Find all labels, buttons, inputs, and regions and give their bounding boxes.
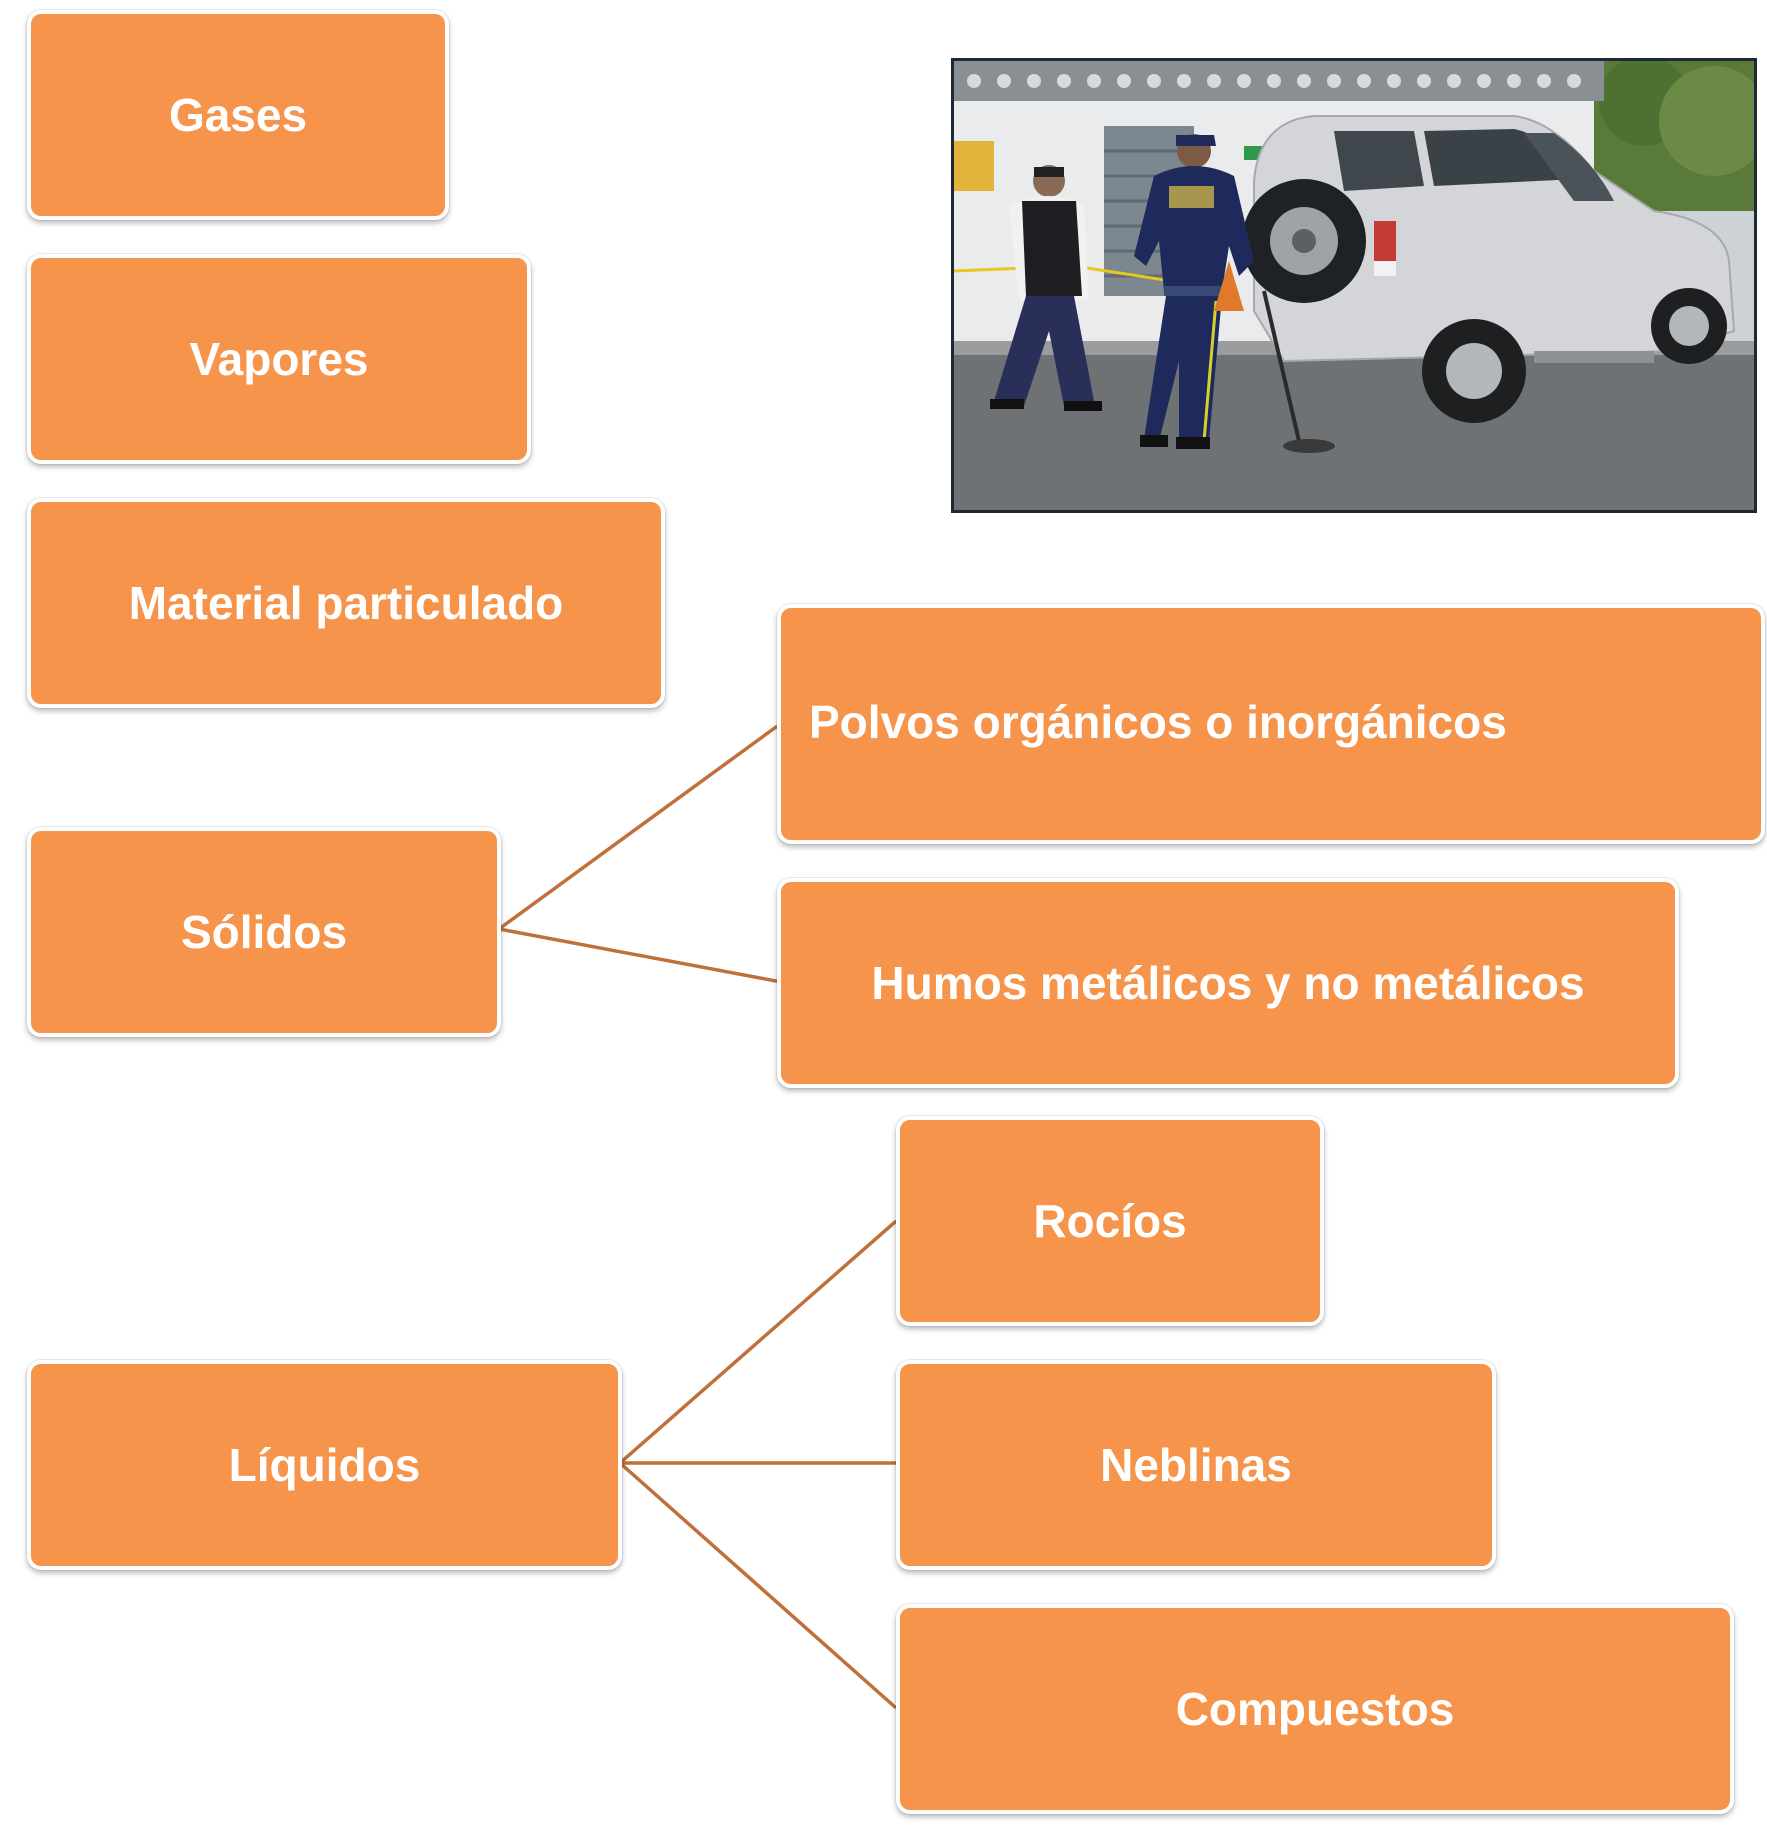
connector-liquidos-rocios — [618, 1220, 897, 1465]
node-solidos-label: Sólidos — [180, 905, 348, 958]
vehicle-inspection-photo — [951, 58, 1757, 513]
node-material-particulado: Material particulado — [27, 498, 665, 708]
node-polvos: Polvos orgánicos o inorgánicos — [777, 604, 1765, 844]
node-compuestos-label: Compuestos — [1175, 1682, 1455, 1735]
node-vapores: Vapores — [27, 254, 531, 464]
connector-liquidos-compuestos — [618, 1461, 897, 1709]
node-material-particulado-label: Material particulado — [128, 576, 564, 629]
node-neblinas-label: Neblinas — [1100, 1438, 1292, 1491]
node-humos-label: Humos metálicos y no metálicos — [871, 956, 1585, 1009]
node-rocios: Rocíos — [896, 1116, 1324, 1326]
node-rocios-label: Rocíos — [1033, 1194, 1187, 1247]
node-gases-label: Gases — [168, 88, 308, 141]
connector-solidos-humos — [497, 927, 778, 983]
node-liquidos: Líquidos — [27, 1360, 622, 1570]
node-humos: Humos metálicos y no metálicos — [777, 878, 1679, 1088]
node-solidos: Sólidos — [27, 827, 501, 1037]
node-polvos-label: Polvos orgánicos o inorgánicos — [809, 696, 1507, 748]
node-neblinas: Neblinas — [896, 1360, 1496, 1570]
node-gases: Gases — [27, 10, 449, 220]
node-compuestos: Compuestos — [896, 1604, 1734, 1814]
node-liquidos-label: Líquidos — [228, 1438, 421, 1491]
node-vapores-label: Vapores — [189, 332, 369, 385]
connector-solidos-polvos — [497, 725, 778, 931]
